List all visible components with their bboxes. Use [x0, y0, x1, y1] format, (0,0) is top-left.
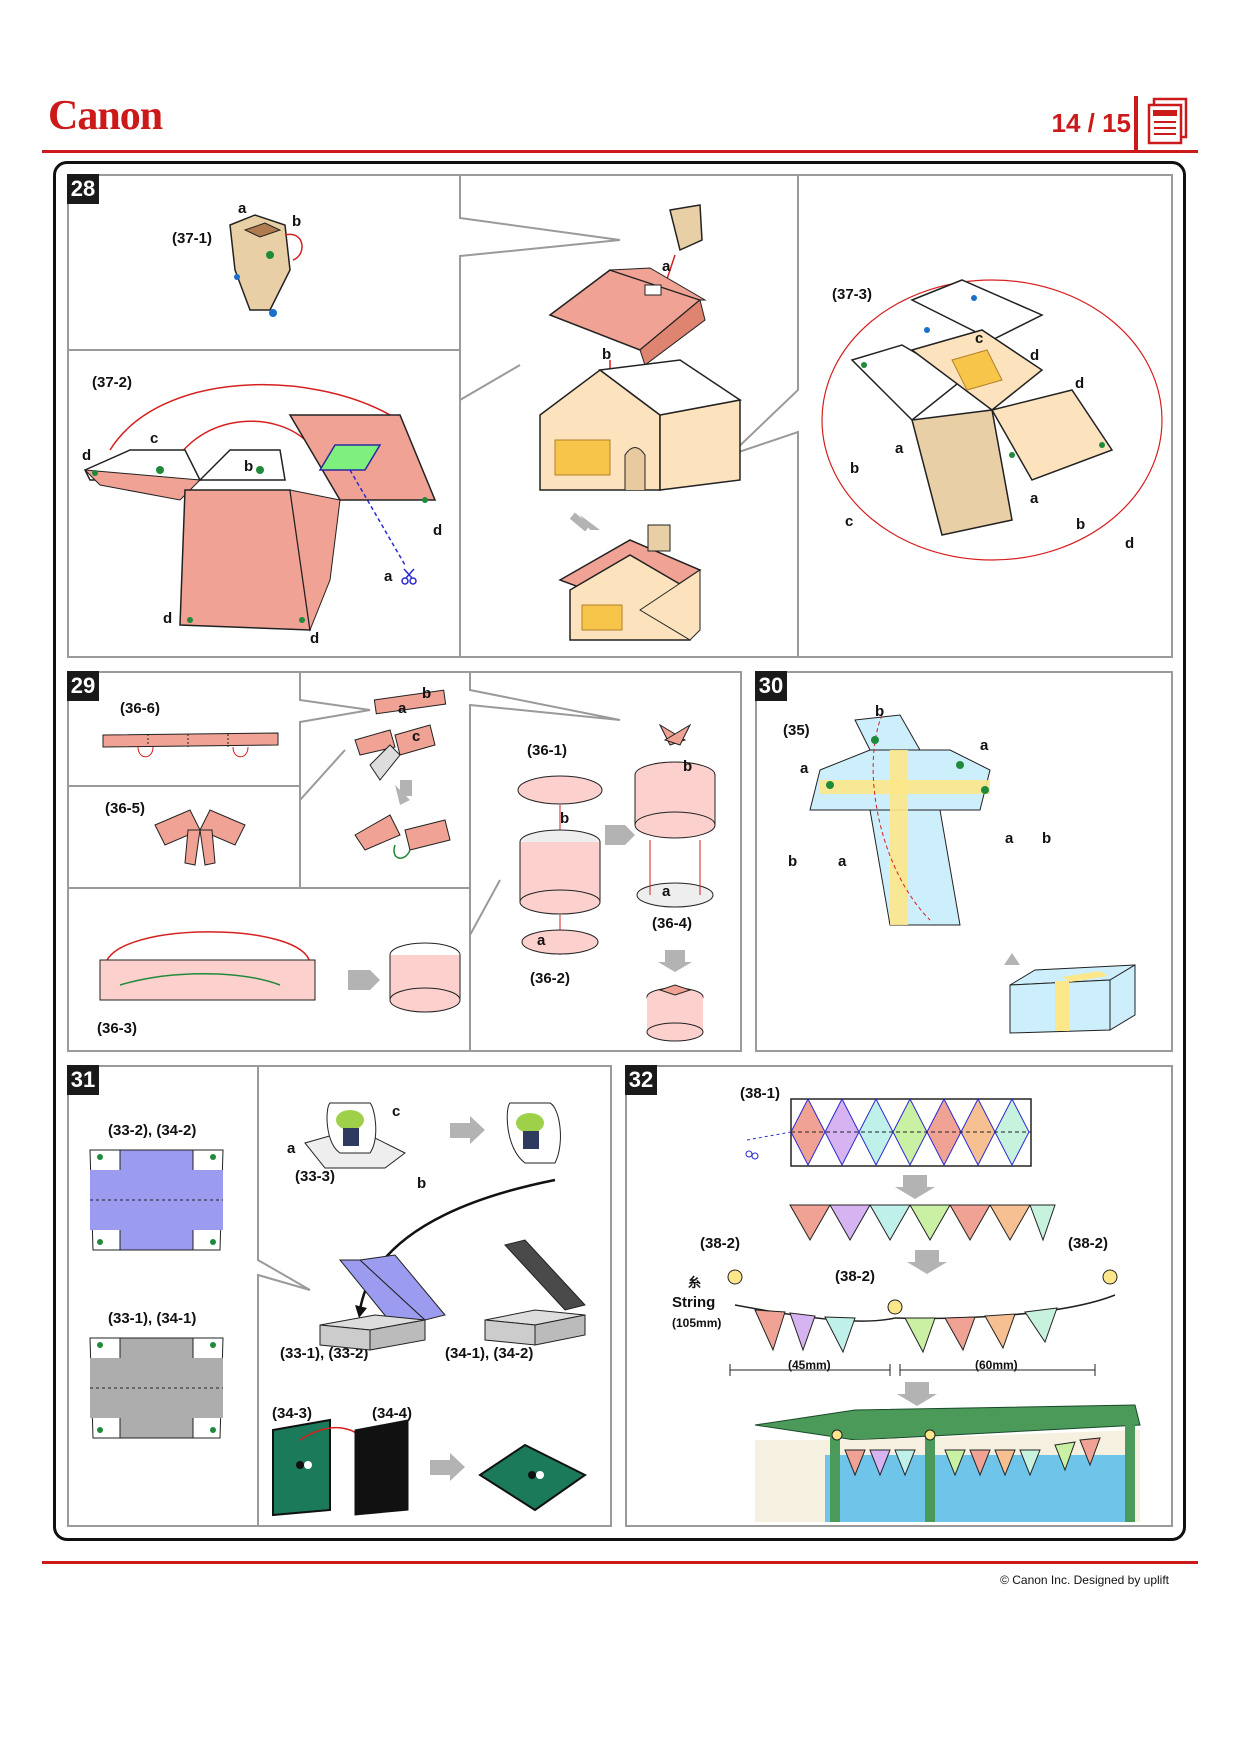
bunting-flags-illustration — [785, 1175, 1055, 1255]
blue-box-net-illustration — [88, 1145, 228, 1255]
gray-box-net-illustration — [88, 1333, 228, 1443]
label-33-1-34-1: (33-1), (34-1) — [108, 1310, 196, 1327]
bunting-strip-illustration — [745, 1098, 1035, 1170]
box-lid-illustration — [315, 1160, 605, 1360]
letter-c: c — [392, 1103, 400, 1120]
footer-rule — [42, 1561, 1198, 1564]
market-stall-illustration — [755, 1380, 1150, 1522]
bunting-string-illustration — [665, 1250, 1135, 1380]
step-32-number: 32 — [625, 1065, 657, 1095]
copyright-text: © Canon Inc. Designed by uplift — [1000, 1573, 1169, 1587]
board-game-illustration — [270, 1420, 600, 1520]
letter-a: a — [287, 1140, 295, 1157]
label-33-2-34-2: (33-2), (34-2) — [108, 1122, 196, 1139]
